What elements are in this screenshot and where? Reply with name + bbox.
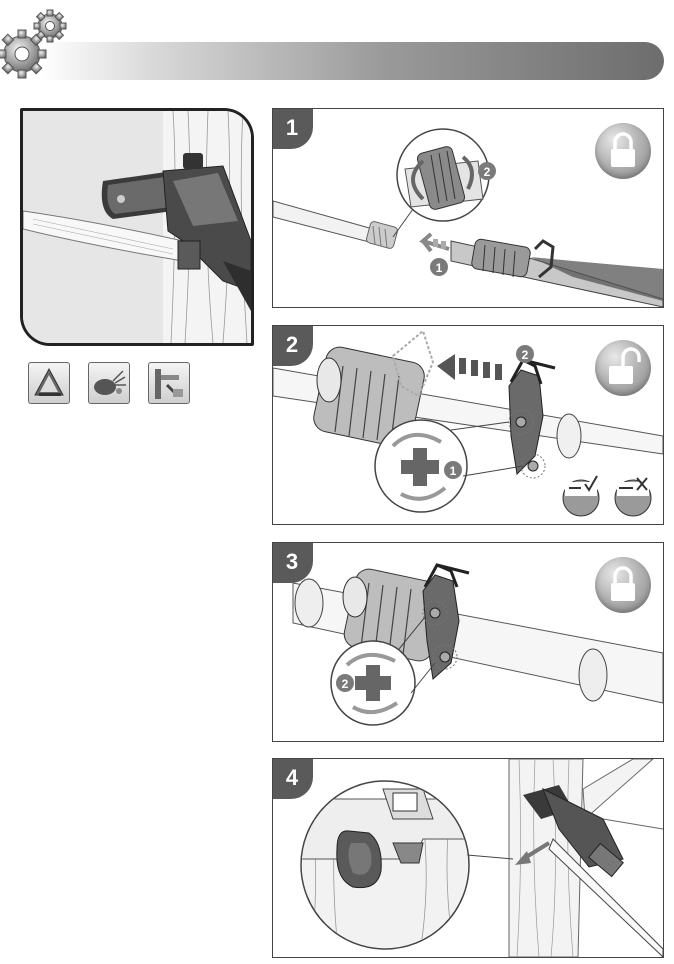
lock-closed-icon — [595, 557, 651, 613]
lock-closed-icon — [595, 123, 651, 179]
header-bar — [40, 42, 664, 80]
branch-fall-warning-icon — [148, 362, 190, 404]
step-4-badge: 4 — [273, 759, 313, 799]
step-3-badge: 3 — [273, 543, 313, 583]
lock-open-icon — [595, 340, 651, 396]
step-4-panel: 4 — [272, 758, 664, 958]
gears-icon — [0, 9, 67, 79]
step-1-panel: 1 1 2 — [272, 108, 664, 308]
tree-pruning-illustration — [23, 111, 251, 343]
step-3-panel: 3 2 — [272, 542, 664, 742]
step-3-illustration: 2 — [292, 563, 663, 726]
step-2-illustration: 1 2 — [273, 329, 663, 517]
hex-key-ok-icon — [562, 475, 600, 517]
overview-illustration — [20, 108, 254, 346]
debris-warning-icon — [88, 362, 130, 404]
step-2-panel: 2 1 2 — [272, 325, 664, 525]
step-1-callout-1: 1 — [436, 261, 443, 275]
step-1-badge: 1 — [273, 109, 313, 149]
kickback-warning-icon — [28, 362, 70, 404]
step-2-badge: 2 — [273, 326, 313, 366]
step-3-callout-2: 2 — [342, 677, 349, 691]
step-2-callout-2: 2 — [522, 348, 529, 362]
screwdriver-not-ok-icon — [614, 477, 652, 517]
step-1-illustration: 1 2 — [273, 128, 663, 307]
step-4-illustration — [300, 759, 663, 957]
step-1-callout-2: 2 — [484, 165, 491, 179]
step-2-callout-1: 1 — [450, 464, 457, 478]
